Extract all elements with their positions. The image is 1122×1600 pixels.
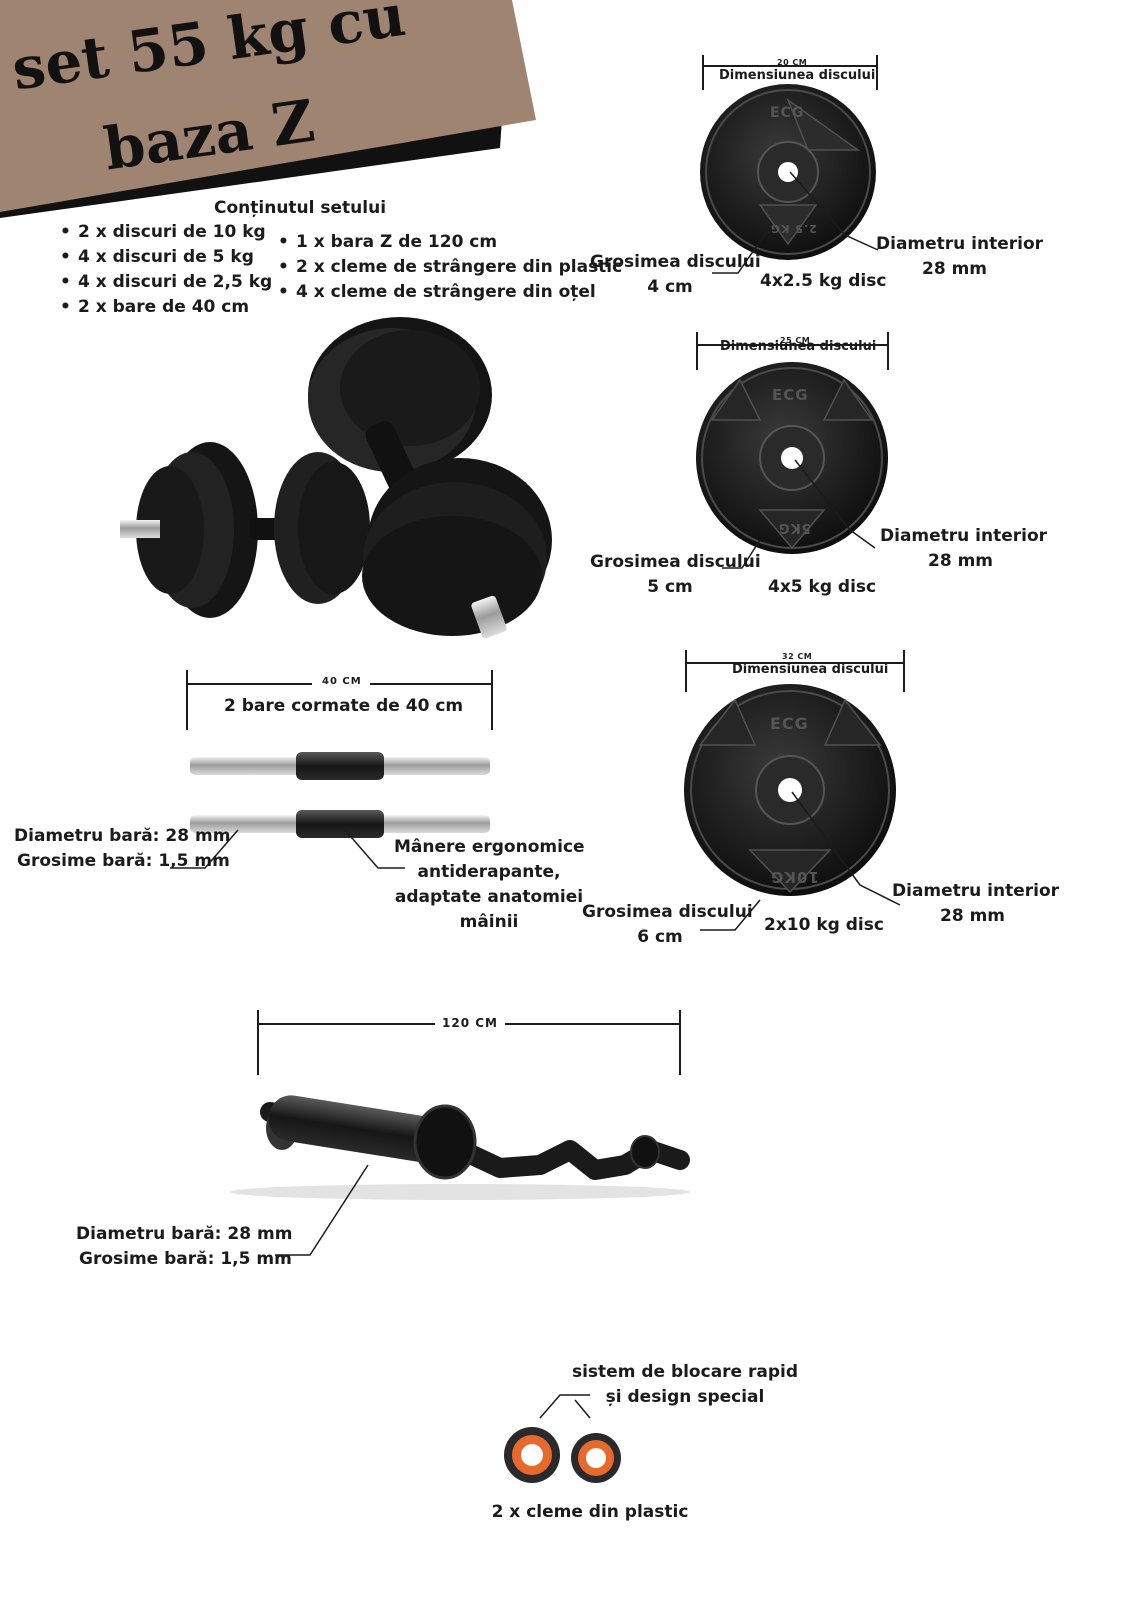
short-bar-image: [190, 752, 490, 838]
disc-10kg-dim-label: Dimensiunea discului: [732, 662, 889, 677]
disc-5kg-dim-value: 25 CM: [780, 336, 811, 345]
short-bars-thickness: Grosime bară: 1,5 mm: [17, 851, 230, 871]
contents-list-col2: 1 x bara Z de 120 cm 2 x cleme de strâng…: [276, 230, 622, 305]
disc-10kg-image: [684, 684, 896, 896]
disc-10kg-inner-value: 28 mm: [940, 906, 1006, 926]
disc-5kg-thickness-label: Grosimea discului: [590, 552, 761, 572]
disc-10kg-inner-label: Diametru interior: [892, 881, 1060, 901]
disc-10kg-dim-value: 32 CM: [782, 652, 813, 661]
disc-5kg-inner-value: 28 mm: [928, 551, 994, 571]
disc-2.5kg-name: 4x2.5 kg disc: [760, 271, 887, 291]
list-item: 4 x discuri de 5 kg: [58, 245, 272, 270]
clamps-feature-line1: sistem de blocare rapid: [571, 1362, 799, 1382]
thickness-leader-line: [700, 899, 761, 931]
handles-line2: antiderapante,: [417, 862, 561, 882]
disc-5kg-thickness-value: 5 cm: [647, 577, 693, 597]
short-bars-dimension-bracket: [186, 670, 493, 730]
inner-diameter-leader-line: [789, 171, 879, 251]
plastic-clamps-image: [504, 1427, 621, 1483]
thickness-leader-line: [712, 229, 769, 274]
disc-2.5kg-dim-label: Dimensiunea discului: [719, 68, 876, 83]
disc-10kg-dimension-bracket: [685, 650, 905, 692]
disc-2.5kg-brand: ECG: [770, 105, 805, 121]
disc-5kg-dim-label: Dimensiunea discului: [720, 339, 877, 354]
handles-line3: adaptate anatomiei: [394, 887, 584, 907]
disc-5kg-weight-mark: 5KG: [778, 520, 811, 535]
disc-2.5kg-inner-value: 28 mm: [922, 259, 988, 279]
disc-2.5kg-inner-label: Diametru interior: [876, 234, 1044, 254]
handles-line1: Mânere ergonomice: [394, 837, 585, 857]
dumbbell-set-image: [120, 317, 552, 639]
clamps-caption: 2 x cleme din plastic: [491, 1502, 689, 1522]
disc-10kg-weight-mark: 10KG: [770, 868, 819, 886]
disc-10kg-thickness-value: 6 cm: [637, 927, 683, 947]
handles-leader-line: [344, 829, 405, 869]
disc-10kg-name: 2x10 kg disc: [764, 915, 884, 935]
disc-2.5kg-dimension-bracket: [702, 55, 878, 90]
short-bars-dim-value: 40 CM: [322, 676, 362, 687]
list-item: 2 x discuri de 10 kg: [58, 220, 272, 245]
z-bar-dim-value: 120 CM: [442, 1016, 498, 1030]
contents-list-col1: 2 x discuri de 10 kg 4 x discuri de 5 kg…: [58, 220, 272, 320]
clamp-leader-line: [539, 1394, 590, 1419]
disc-2.5kg-dim-value: 20 CM: [777, 58, 808, 67]
inner-diameter-leader-line: [791, 791, 901, 906]
clamps-feature-line2: și design special: [605, 1387, 765, 1407]
disc-2.5kg-weight-mark: 2.5 KG: [770, 222, 817, 235]
disc-10kg-brand: ECG: [770, 714, 809, 733]
z-bar-leader-line: [275, 1164, 369, 1256]
list-item: 4 x cleme de strângere din oțel: [276, 280, 622, 305]
disc-2.5kg-thickness-value: 4 cm: [647, 277, 693, 297]
list-item: 2 x bare de 40 cm: [58, 295, 272, 320]
short-bars-diameter: Diametru bară: 28 mm: [14, 826, 231, 846]
disc-5kg-image: [696, 362, 888, 554]
disc-2.5kg-image: [700, 84, 876, 260]
z-bar-diameter: Diametru bară: 28 mm: [76, 1224, 293, 1244]
bar-diameter-leader-line: [170, 829, 239, 869]
disc-10kg-thickness-label: Grosimea discului: [582, 902, 753, 922]
contents-heading: Conținutul setului: [214, 198, 387, 218]
disc-5kg-dimension-bracket: [696, 332, 889, 370]
list-item: 1 x bara Z de 120 cm: [276, 230, 622, 255]
list-item: 2 x cleme de strângere din plastic: [276, 255, 622, 280]
inner-diameter-leader-line: [794, 459, 876, 549]
z-bar-dimension-bracket: [257, 1010, 681, 1075]
z-bar-thickness: Grosime bară: 1,5 mm: [79, 1249, 292, 1269]
short-bars-title: 2 bare cormate de 40 cm: [224, 696, 464, 716]
disc-2.5kg-thickness-label: Grosimea discului: [590, 252, 761, 272]
handles-line4: mâinii: [459, 912, 519, 932]
thickness-leader-line: [722, 539, 761, 569]
z-bar-image: [230, 1095, 690, 1200]
disc-5kg-name: 4x5 kg disc: [768, 577, 877, 597]
disc-5kg-inner-label: Diametru interior: [880, 526, 1048, 546]
disc-5kg-brand: ECG: [772, 386, 809, 404]
list-item: 4 x discuri de 2,5 kg: [58, 270, 272, 295]
